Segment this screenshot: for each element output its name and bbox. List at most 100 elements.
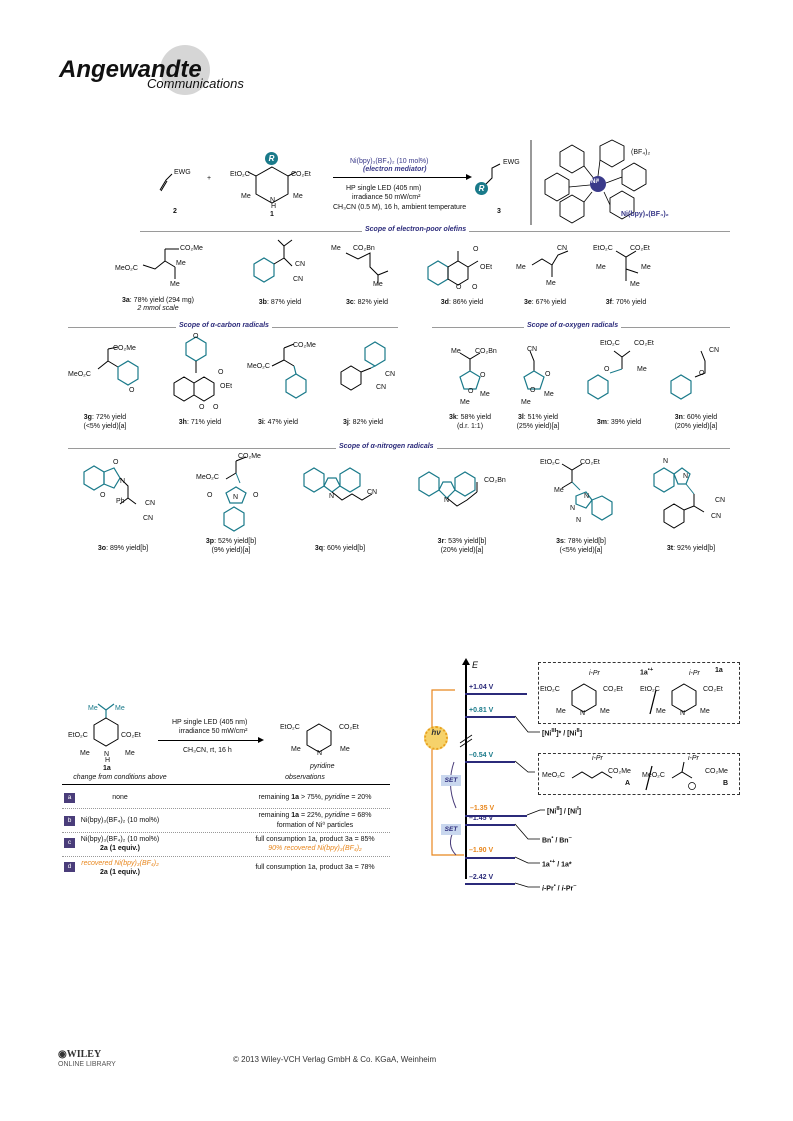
3a-meo2c: MeO₂C (115, 265, 138, 272)
box2-co2me2: CO₂Me (705, 768, 728, 775)
sm-1a-label: 1a (103, 765, 111, 772)
level-4-value: –1.35 V (470, 805, 495, 812)
cond-catalyst: Ni(bpy)₃(BF₄)₂ (10 mol%) (350, 158, 429, 165)
level-7 (465, 883, 515, 885)
structure-3p (223, 456, 247, 532)
label-bn: Bn• / Bn– (542, 835, 572, 845)
3h-o1: O (193, 333, 199, 340)
1a-me-top1: Me (88, 705, 98, 712)
3m-eto2c: EtO₂C (600, 340, 620, 347)
label-3n: 3n: 60% yield (674, 414, 718, 421)
structure-3n (670, 350, 706, 400)
box1-me2: Me (600, 708, 610, 715)
3k-me2: Me (480, 391, 490, 398)
1a-eto2c: EtO₂C (68, 732, 88, 739)
box1-me1: Me (556, 708, 566, 715)
3a-me2: Me (170, 281, 180, 288)
label-3b: 3b: 87% yield (258, 299, 302, 306)
co2et-right: CO₂Et (291, 171, 311, 178)
3k-co2bn: CO₂Bn (475, 348, 497, 355)
reagent-1-label: 1 (270, 211, 274, 218)
py-eto2c: EtO₂C (280, 724, 300, 731)
1a-n: N (104, 751, 110, 758)
label-3s: 3s: 78% yield[b] (556, 538, 606, 545)
label-3a-sub: 2 mmol scale (137, 305, 179, 312)
section-carbon-title: Scope of α-carbon radicals (176, 322, 272, 329)
structure-3s (561, 463, 613, 521)
3e-me2: Me (546, 280, 556, 287)
olefin-structure (159, 173, 173, 192)
label-3g: 3g: 72% yield (83, 414, 127, 421)
level-3 (465, 761, 515, 763)
publisher-name: WILEY (66, 1049, 102, 1060)
structure-3i (271, 343, 307, 399)
sm-1a-structure (93, 703, 119, 747)
section-nitrogen: Scope of α-nitrogen radicals (68, 443, 730, 453)
hv-label: hν (431, 728, 441, 737)
box1-nh1: N (580, 710, 586, 717)
box2-meo2c1: MeO₂C (542, 772, 565, 779)
3s-eto2c: EtO₂C (540, 459, 560, 466)
journal-subtitle: Communications (147, 76, 244, 91)
label-ni3-ni2: [NiIII]* / [NiII] (542, 728, 583, 738)
wiley-logo: ◉WILEY (58, 1049, 101, 1060)
sep-2 (62, 832, 390, 833)
section-oxygen: Scope of α-oxygen radicals (432, 322, 730, 332)
3o-cn2: CN (143, 515, 154, 522)
3i-meo2c: MeO₂C (247, 363, 270, 370)
structure-3a (142, 248, 179, 279)
cs-cond-led: HP single LED (405 nm) (172, 719, 248, 726)
structure-3l (523, 350, 545, 390)
row-c-obs: full consumption 1a, product 3a = 85% (255, 836, 375, 843)
online-library: ONLINE LIBRARY (58, 1061, 116, 1068)
3k-o1: O (480, 372, 486, 379)
box1-me4: Me (700, 708, 710, 715)
product-3-structure (483, 163, 501, 187)
r-badge: R (265, 152, 278, 165)
py-me-r: Me (340, 746, 350, 753)
1a-me-r: Me (125, 750, 135, 757)
level-2-value: +0.81 V (469, 707, 494, 714)
3a-me1: Me (176, 260, 186, 267)
label-3t: 3t: 92% yield[b] (666, 545, 716, 552)
label-1a-star: 1a•+ / 1a* (542, 859, 572, 869)
3p-co2me: CO₂Me (238, 453, 261, 460)
3l-cn: CN (527, 346, 538, 353)
label-3s-sub: (<5% yield)[a] (559, 547, 603, 554)
footer: ◉WILEY ONLINE LIBRARY © 2013 Wiley-VCH V… (50, 1045, 750, 1075)
sep-3 (62, 856, 390, 857)
plus-sign: + (207, 175, 212, 182)
cs-arrowhead (258, 737, 264, 743)
r-label: R (268, 154, 275, 163)
copyright: © 2013 Wiley-VCH Verlag GmbH & Co. KGaA,… (233, 1055, 437, 1064)
box1-nh2: N (680, 710, 686, 717)
product-r-label: R (478, 184, 485, 193)
3q-n: N (329, 493, 335, 500)
3g-co2me: CO₂Me (113, 345, 136, 352)
3t-cn2: CN (711, 513, 722, 520)
box2-meo2c2: MeO₂C (642, 772, 665, 779)
label-3d: 3d: 86% yield (440, 299, 484, 306)
level-4 (465, 815, 527, 817)
3e-cn: CN (557, 245, 568, 252)
3f-co2et: CO₂Et (630, 245, 650, 252)
box1-ipr1: i-Pr (589, 670, 600, 677)
level-6 (465, 857, 515, 859)
section-oxygen-title: Scope of α-oxygen radicals (524, 322, 622, 329)
box1-eto2c1: EtO₂C (540, 686, 560, 693)
tag-d: d (64, 862, 75, 872)
set-label-2: SET (444, 826, 458, 833)
label-3h: 3h: 71% yield (178, 419, 222, 426)
nh-h-label: H (271, 203, 277, 210)
box1-1a-cation: 1a•+ (640, 667, 654, 677)
3p-meo2c: MeO₂C (196, 474, 219, 481)
box-radicals (538, 753, 740, 795)
section-carbon: Scope of α-carbon radicals (68, 322, 398, 332)
3b-cn2: CN (293, 276, 304, 283)
reaction-arrow (333, 177, 468, 178)
pyridine-structure (306, 723, 332, 753)
3o-ph: Ph (116, 498, 125, 505)
cond-irr: irradiance 50 mW/cm² (352, 194, 421, 201)
section-nitrogen-title: Scope of α-nitrogen radicals (336, 443, 437, 450)
py-co2et: CO₂Et (339, 724, 359, 731)
